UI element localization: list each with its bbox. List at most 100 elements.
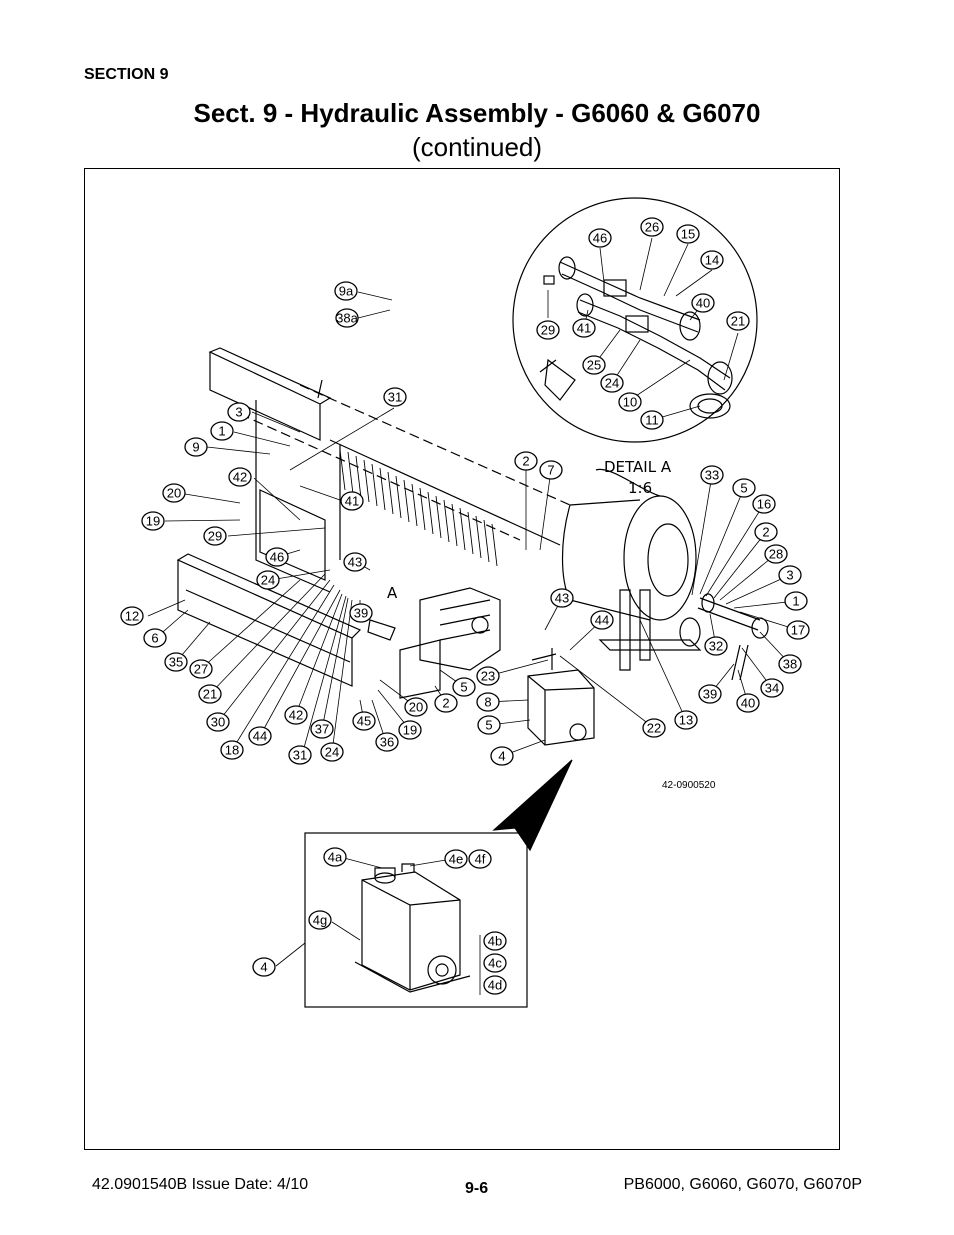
- callout-bubble: [476, 692, 500, 712]
- callout-bubble: [483, 931, 507, 951]
- callout-bubble: [642, 718, 666, 738]
- callout-number: 40: [696, 296, 710, 311]
- callout-number: 22: [647, 721, 661, 736]
- callout-number: 8: [484, 695, 491, 710]
- callout-bubble: [704, 636, 728, 656]
- callout-bubble: [514, 451, 538, 471]
- callout-number: 40: [741, 696, 755, 711]
- callout-number: 24: [605, 376, 619, 391]
- callout-number: 11: [645, 413, 659, 428]
- callout-number: 43: [348, 555, 362, 570]
- detail-a-scale: 1:6: [628, 479, 652, 497]
- callout-bubble: [189, 659, 213, 679]
- callout-number: 29: [541, 323, 555, 338]
- callout-number: 7: [547, 463, 554, 478]
- callout-number: 30: [211, 715, 225, 730]
- callout-bubble: [778, 565, 802, 585]
- callout-number: 19: [403, 723, 417, 738]
- callout-number: 26: [645, 220, 659, 235]
- callout-number: 31: [388, 390, 402, 405]
- callout-number: 3: [786, 568, 793, 583]
- callout-bubble: [228, 467, 252, 487]
- callout-bubble: [383, 387, 407, 407]
- callout-number: 42: [233, 470, 247, 485]
- callout-bubble: [691, 293, 715, 313]
- callout-bubble: [310, 719, 334, 739]
- callout-bubble: [590, 610, 614, 630]
- callout-number: 24: [261, 573, 275, 588]
- callout-number: 42: [289, 708, 303, 723]
- callout-number: 4f: [475, 852, 486, 867]
- callout-number: 16: [757, 497, 771, 512]
- callout-number: 5: [740, 481, 747, 496]
- callout-number: 15: [681, 227, 695, 242]
- callout-bubble: [265, 547, 289, 567]
- callout-bubble: [698, 684, 722, 704]
- callout-number: 21: [203, 687, 217, 702]
- callout-number: 17: [791, 623, 805, 638]
- callout-bubble: [726, 311, 750, 331]
- callout-number: 39: [354, 606, 368, 621]
- callout-bubble: [640, 410, 664, 430]
- callout-number: 4: [260, 960, 267, 975]
- callout-bubble: [335, 308, 359, 328]
- callout-number: 39: [703, 687, 717, 702]
- callout-number: 20: [409, 700, 423, 715]
- callout-bubble: [483, 975, 507, 995]
- callout-number: 21: [731, 314, 745, 329]
- callout-bubble: [452, 677, 476, 697]
- section-label: SECTION 9: [84, 66, 169, 83]
- callout-number: 1: [792, 594, 799, 609]
- callout-bubble: [572, 318, 596, 338]
- callout-number: 4: [498, 749, 505, 764]
- callout-bubble: [676, 224, 700, 244]
- callout-bubble: [536, 320, 560, 340]
- callout-bubble: [248, 726, 272, 746]
- callout-number: 4g: [313, 913, 327, 928]
- page-title: Sect. 9 - Hydraulic Assembly - G6060 & G…: [193, 98, 761, 128]
- callout-number: 4e: [449, 852, 463, 867]
- callout-number: 45: [357, 714, 371, 729]
- callout-number: 9a: [339, 284, 354, 299]
- callout-bubble: [434, 693, 458, 713]
- callout-bubble: [164, 652, 188, 672]
- callout-bubble: [732, 478, 756, 498]
- callout-bubble: [141, 511, 165, 531]
- callout-number: 19: [146, 514, 160, 529]
- callout-bubble: [184, 437, 208, 457]
- callout-bubble: [760, 678, 784, 698]
- callout-bubble: [778, 654, 802, 674]
- callout-number: 5: [460, 680, 467, 695]
- callout-number: 32: [709, 639, 723, 654]
- footer-document-number: 42.0901540B Issue Date: 4/10: [92, 1176, 309, 1193]
- callout-number: 33: [705, 468, 719, 483]
- callout-number: 13: [679, 713, 693, 728]
- footer-page-number: 9-6: [465, 1180, 489, 1197]
- callout-bubble: [340, 491, 364, 511]
- callout-bubble: [120, 606, 144, 626]
- callout-bubble: [468, 849, 492, 869]
- callout-bubble: [754, 522, 778, 542]
- view-marker: A: [387, 584, 398, 602]
- callout-number: 24: [325, 745, 339, 760]
- callout-number: 9: [192, 440, 199, 455]
- callout-number: 34: [765, 681, 779, 696]
- callout-bubble: [352, 711, 376, 731]
- callout-bubble: [483, 953, 507, 973]
- callout-number: 36: [380, 735, 394, 750]
- callout-bubble: [210, 421, 234, 441]
- callout-bubble: [162, 483, 186, 503]
- callout-number: 3: [235, 405, 242, 420]
- callout-bubble: [334, 281, 358, 301]
- callout-bubble: [764, 544, 788, 564]
- callout-bubble: [143, 628, 167, 648]
- callout-number: 37: [315, 722, 329, 737]
- detail-a-label: DETAIL A: [604, 458, 672, 476]
- callout-bubble: [539, 460, 563, 480]
- callout-number: 14: [705, 253, 719, 268]
- callout-number: 38: [783, 657, 797, 672]
- callout-bubble: [288, 745, 312, 765]
- callout-bubble: [700, 250, 724, 270]
